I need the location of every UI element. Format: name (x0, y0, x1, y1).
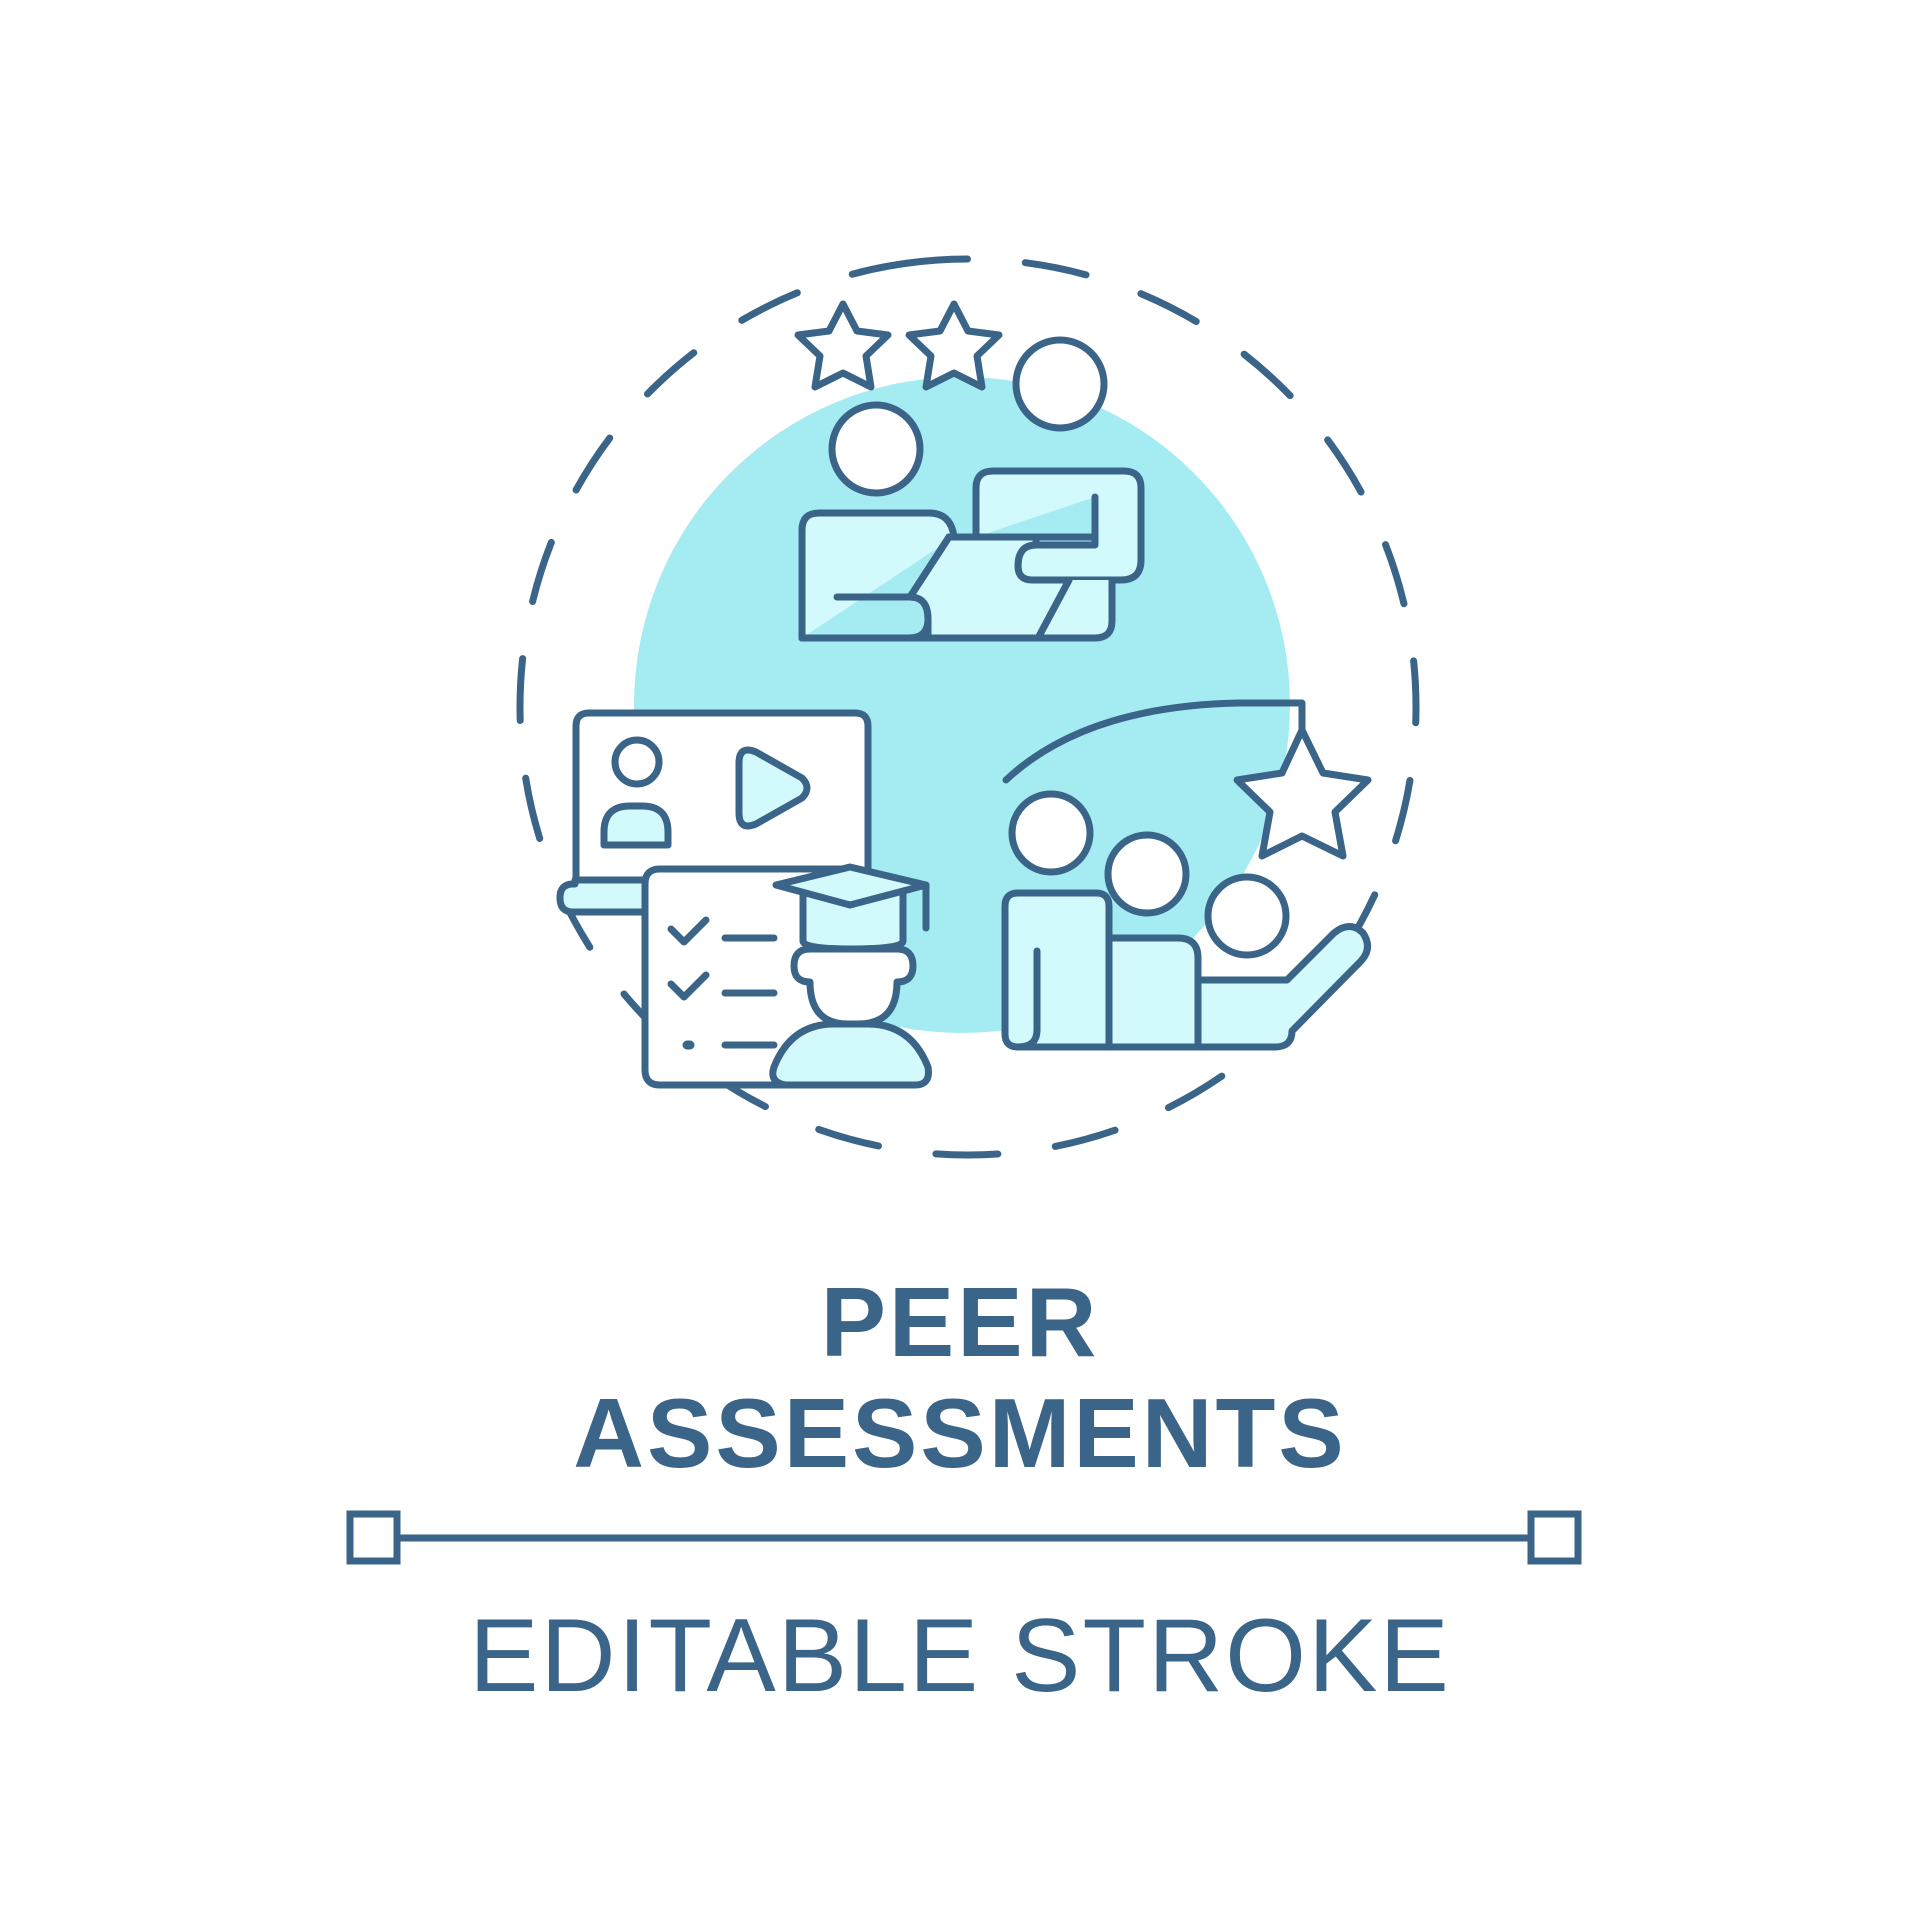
single-star-rating-icon (1233, 726, 1372, 860)
graduate-with-checklist-icon (641, 863, 932, 1089)
title-line-1: PEER (820, 1267, 1100, 1377)
two-people-at-desk-icon (798, 336, 1145, 642)
dashed-circle-frame (516, 255, 1420, 1159)
connector-curve (1002, 699, 1306, 784)
editable-stroke-caption: EDITABLE STROKE (469, 1598, 1451, 1714)
title-line-2: ASSESSMENTS (573, 1378, 1347, 1488)
group-of-three-people-icon (1001, 790, 1371, 1051)
two-stars-rating-icon (794, 300, 1003, 391)
video-lesson-screen-icon (556, 709, 872, 916)
